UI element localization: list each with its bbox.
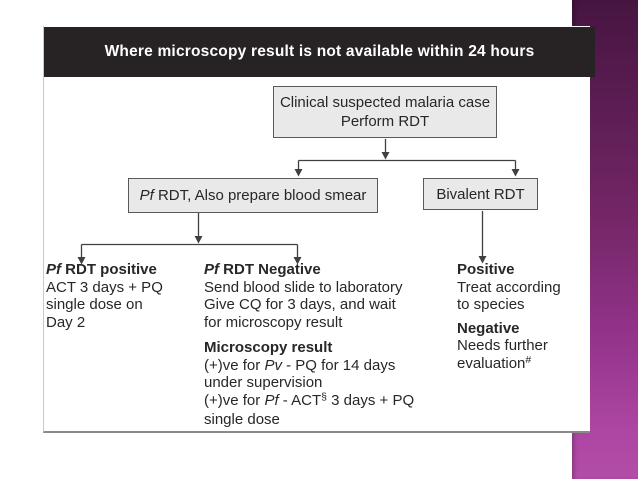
slide-title-bar: Where microscopy result is not available… bbox=[44, 27, 595, 77]
microscopy-result-heading: Microscopy result bbox=[204, 339, 333, 356]
node-label: Bivalent RDT bbox=[436, 185, 525, 203]
node-text-line: Clinical suspected malaria case bbox=[279, 94, 491, 111]
text-segment: - PQ for 14 days bbox=[281, 356, 396, 374]
outcome-heading: Pf RDT positive bbox=[46, 261, 206, 279]
species-abbrev: Pv bbox=[264, 356, 282, 374]
text-line: Day 2 bbox=[46, 313, 86, 331]
text-line: for microscopy result bbox=[204, 313, 343, 331]
outcome-pf-positive: Pf RDT positive ACT 3 days + PQ single d… bbox=[46, 261, 206, 331]
species-abbrev: Pf bbox=[46, 261, 61, 278]
outcome-bivalent: Positive Treat according to species Nega… bbox=[457, 261, 592, 374]
text-segment: (+)ve for bbox=[204, 391, 265, 409]
footnote-marker: # bbox=[525, 354, 532, 366]
text-line: Needs further bbox=[457, 337, 548, 354]
node-text-line: Pf RDT, Also prepare blood smear bbox=[140, 186, 367, 205]
text-line: single dose bbox=[204, 411, 280, 428]
text-line: Treat according bbox=[457, 278, 561, 296]
node-pf-rdt: Pf RDT, Also prepare blood smear bbox=[128, 178, 378, 213]
text-line: to species bbox=[457, 296, 525, 313]
heading-text: RDT positive bbox=[61, 261, 157, 278]
text-line: under supervision bbox=[204, 374, 323, 391]
text-segment: evaluation bbox=[457, 354, 526, 372]
text-line: evaluation# bbox=[457, 354, 592, 375]
negative-heading: Negative bbox=[457, 319, 520, 337]
species-abbrev: Pf bbox=[139, 187, 154, 204]
species-abbrev: Pf bbox=[264, 391, 279, 409]
heading-text: RDT Negative bbox=[219, 261, 321, 278]
node-label: RDT, Also prepare blood smear bbox=[153, 187, 367, 204]
text-line: (+)ve for Pf - ACT§ 3 days + PQ bbox=[204, 391, 459, 412]
text-segment: 3 days + PQ bbox=[326, 391, 415, 409]
positive-heading: Positive bbox=[457, 261, 515, 278]
text-segment: (+)ve for bbox=[204, 356, 265, 374]
slide-title: Where microscopy result is not available… bbox=[104, 43, 535, 60]
footnote-marker: § bbox=[321, 391, 327, 403]
node-bivalent-rdt: Bivalent RDT bbox=[423, 178, 538, 210]
text-line: Give CQ for 3 days, and wait bbox=[204, 296, 396, 313]
text-line: (+)ve for Pv - PQ for 14 days bbox=[204, 357, 459, 375]
text-line: Send blood slide to laboratory bbox=[204, 278, 403, 296]
text-line: single dose on bbox=[46, 296, 143, 313]
outcome-heading: Pf RDT Negative bbox=[204, 261, 459, 279]
text-line: ACT 3 days + PQ bbox=[46, 278, 163, 296]
outcome-pf-negative: Pf RDT Negative Send blood slide to labo… bbox=[204, 261, 459, 429]
node-clinical-suspected-malaria: Clinical suspected malaria case Perform … bbox=[273, 86, 497, 138]
node-text-line: Perform RDT bbox=[340, 113, 430, 130]
species-abbrev: Pf bbox=[204, 261, 219, 278]
text-segment: - ACT bbox=[278, 391, 322, 409]
